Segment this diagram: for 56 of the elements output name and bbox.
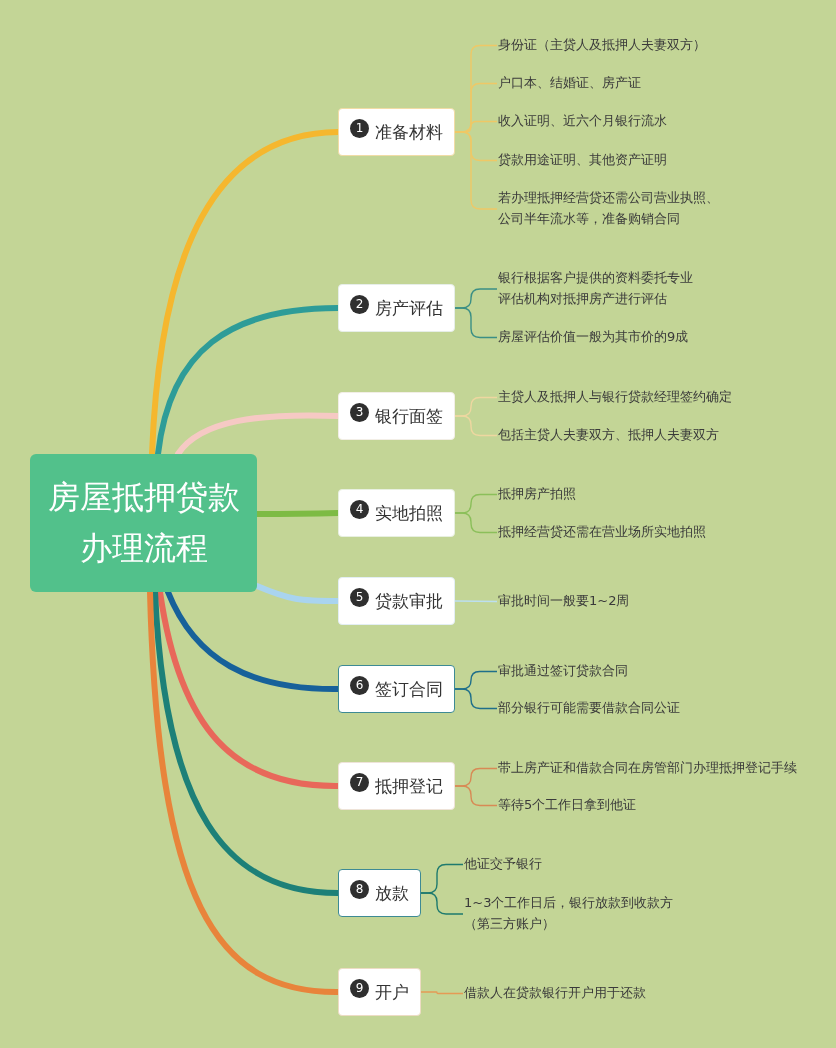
leaf-text: 户口本、结婚证、房产证 (498, 72, 641, 94)
bracket-line (420, 892, 464, 915)
step-number: 2 (350, 294, 369, 314)
topic-box: 房屋抵押贷款办理流程 (30, 454, 257, 592)
bracket-line (454, 415, 498, 437)
leaf-text: 收入证明、近六个月银行流水 (498, 110, 667, 132)
step-title: 实地拍照 (375, 501, 443, 525)
leaf-text: 抵押房产拍照 (498, 483, 576, 505)
leaf-text: 包括主贷人夫妻双方、抵押人夫妻双方 (498, 424, 719, 446)
step-number: 6 (350, 675, 369, 695)
step-title: 签订合同 (375, 677, 443, 701)
bracket-line (454, 688, 498, 710)
step-box (338, 968, 421, 1016)
leaf-text: 借款人在贷款银行开户用于还款 (464, 982, 646, 1004)
step-box (338, 577, 455, 625)
step-box (338, 869, 421, 917)
step-number: 7 (350, 772, 369, 792)
leaf-text: 部分银行可能需要借款合同公证 (498, 697, 680, 719)
step-box (338, 489, 455, 537)
leaf-text: 1~3个工作日后，银行放款到收款方（第三方账户） (464, 893, 686, 935)
step-box (338, 762, 455, 810)
step-title: 准备材料 (375, 120, 443, 144)
step-title: 放款 (375, 881, 409, 905)
leaf-text: 他证交予银行 (464, 853, 542, 875)
step-title: 银行面签 (375, 404, 443, 428)
step-number: 5 (350, 587, 369, 607)
bracket-line (420, 991, 464, 995)
leaf-text: 身份证（主贷人及抵押人夫妻双方） (498, 34, 706, 56)
bracket-line (454, 307, 498, 339)
leaf-text: 等待5个工作日拿到他证 (498, 794, 637, 816)
bracket-line (454, 131, 498, 210)
leaf-text: 银行根据客户提供的资料委托专业评估机构对抵押房产进行评估 (498, 268, 696, 310)
leaf-text: 审批通过签订贷款合同 (498, 660, 628, 682)
step-number: 1 (350, 118, 369, 138)
step-title: 开户 (375, 980, 409, 1004)
step-box (338, 392, 455, 440)
leaf-text: 主贷人及抵押人与银行贷款经理签约确定 (498, 386, 732, 408)
step-number: 3 (350, 402, 369, 422)
step-title: 贷款审批 (375, 589, 443, 613)
leaf-text: 抵押经营贷还需在营业场所实地拍照 (498, 521, 706, 543)
step-title: 房产评估 (375, 296, 443, 320)
bracket-line (454, 600, 498, 603)
leaf-text: 审批时间一般要1~2周 (498, 590, 630, 612)
step-box (338, 665, 455, 713)
step-box (338, 284, 455, 332)
step-box (338, 108, 455, 156)
bracket-line (454, 512, 498, 534)
step-number: 4 (350, 499, 369, 519)
step-title: 抵押登记 (375, 774, 443, 798)
leaf-text: 带上房产证和借款合同在房管部门办理抵押登记手续 (498, 757, 797, 779)
step-number: 8 (350, 879, 369, 899)
step-number: 9 (350, 978, 369, 998)
bracket-line (454, 785, 498, 807)
leaf-text: 房屋评估价值一般为其市价的9成 (498, 326, 689, 348)
leaf-text: 贷款用途证明、其他资产证明 (498, 149, 667, 171)
leaf-text: 若办理抵押经营贷还需公司营业执照、公司半年流水等，准备购销合同 (498, 188, 723, 230)
